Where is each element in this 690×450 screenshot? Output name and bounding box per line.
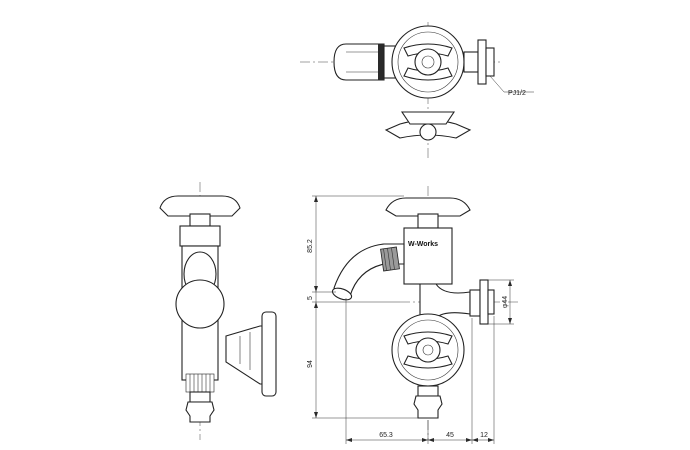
dim-upper-height: 85.2 (307, 239, 314, 253)
top-view-handle-side-hub (419, 123, 437, 141)
front-view-lower-body (419, 283, 471, 319)
dim-width-mid: 45 (446, 432, 454, 439)
dim-width-right: 12 (480, 432, 488, 439)
thread-label-leader (489, 75, 505, 93)
dim-width-left: 65.3 (379, 432, 393, 439)
dim-diameter: φ44 (502, 296, 509, 308)
brand-logo: W-Works (408, 241, 438, 248)
top-view-inlet-neck (463, 51, 479, 73)
thread-label: PJ1/2 (508, 90, 526, 97)
dim-lower-height: 94 (307, 360, 314, 368)
top-view-inlet-flange (477, 39, 487, 85)
side-view-top-handle (159, 195, 241, 217)
front-view-spout-tip (331, 287, 353, 301)
top-view-handle-stem (400, 111, 456, 125)
dimensions: 85.2 5 94 φ44 65.3 45 12 (307, 195, 514, 444)
side-view-stem (189, 213, 211, 227)
top-view-handle-hub (414, 48, 442, 76)
side-view-lower-boss (175, 279, 225, 329)
front-view: W-Works (331, 186, 520, 440)
side-view-bonnet (179, 225, 221, 247)
front-view-stem (417, 213, 439, 229)
front-view-hose-nozzle (413, 395, 443, 419)
front-view-inlet-flange (479, 279, 489, 325)
front-view-handle-hub (415, 337, 441, 363)
top-view: PJ1/2 (300, 22, 534, 160)
dim-offset: 5 (307, 296, 314, 300)
side-view-hose-nozzle (185, 401, 215, 423)
front-view-inlet-neck (469, 289, 481, 317)
top-view-inlet-thread (485, 47, 495, 77)
side-view (159, 182, 277, 440)
top-view-spout-ring (378, 44, 384, 80)
front-view-body (403, 227, 453, 285)
front-view-top-handle (385, 197, 471, 217)
side-view-side-handle-wheel (261, 311, 277, 397)
front-view-inlet-thread (487, 289, 495, 315)
front-view-spout-ring (380, 246, 400, 272)
top-view-spout (333, 43, 385, 81)
